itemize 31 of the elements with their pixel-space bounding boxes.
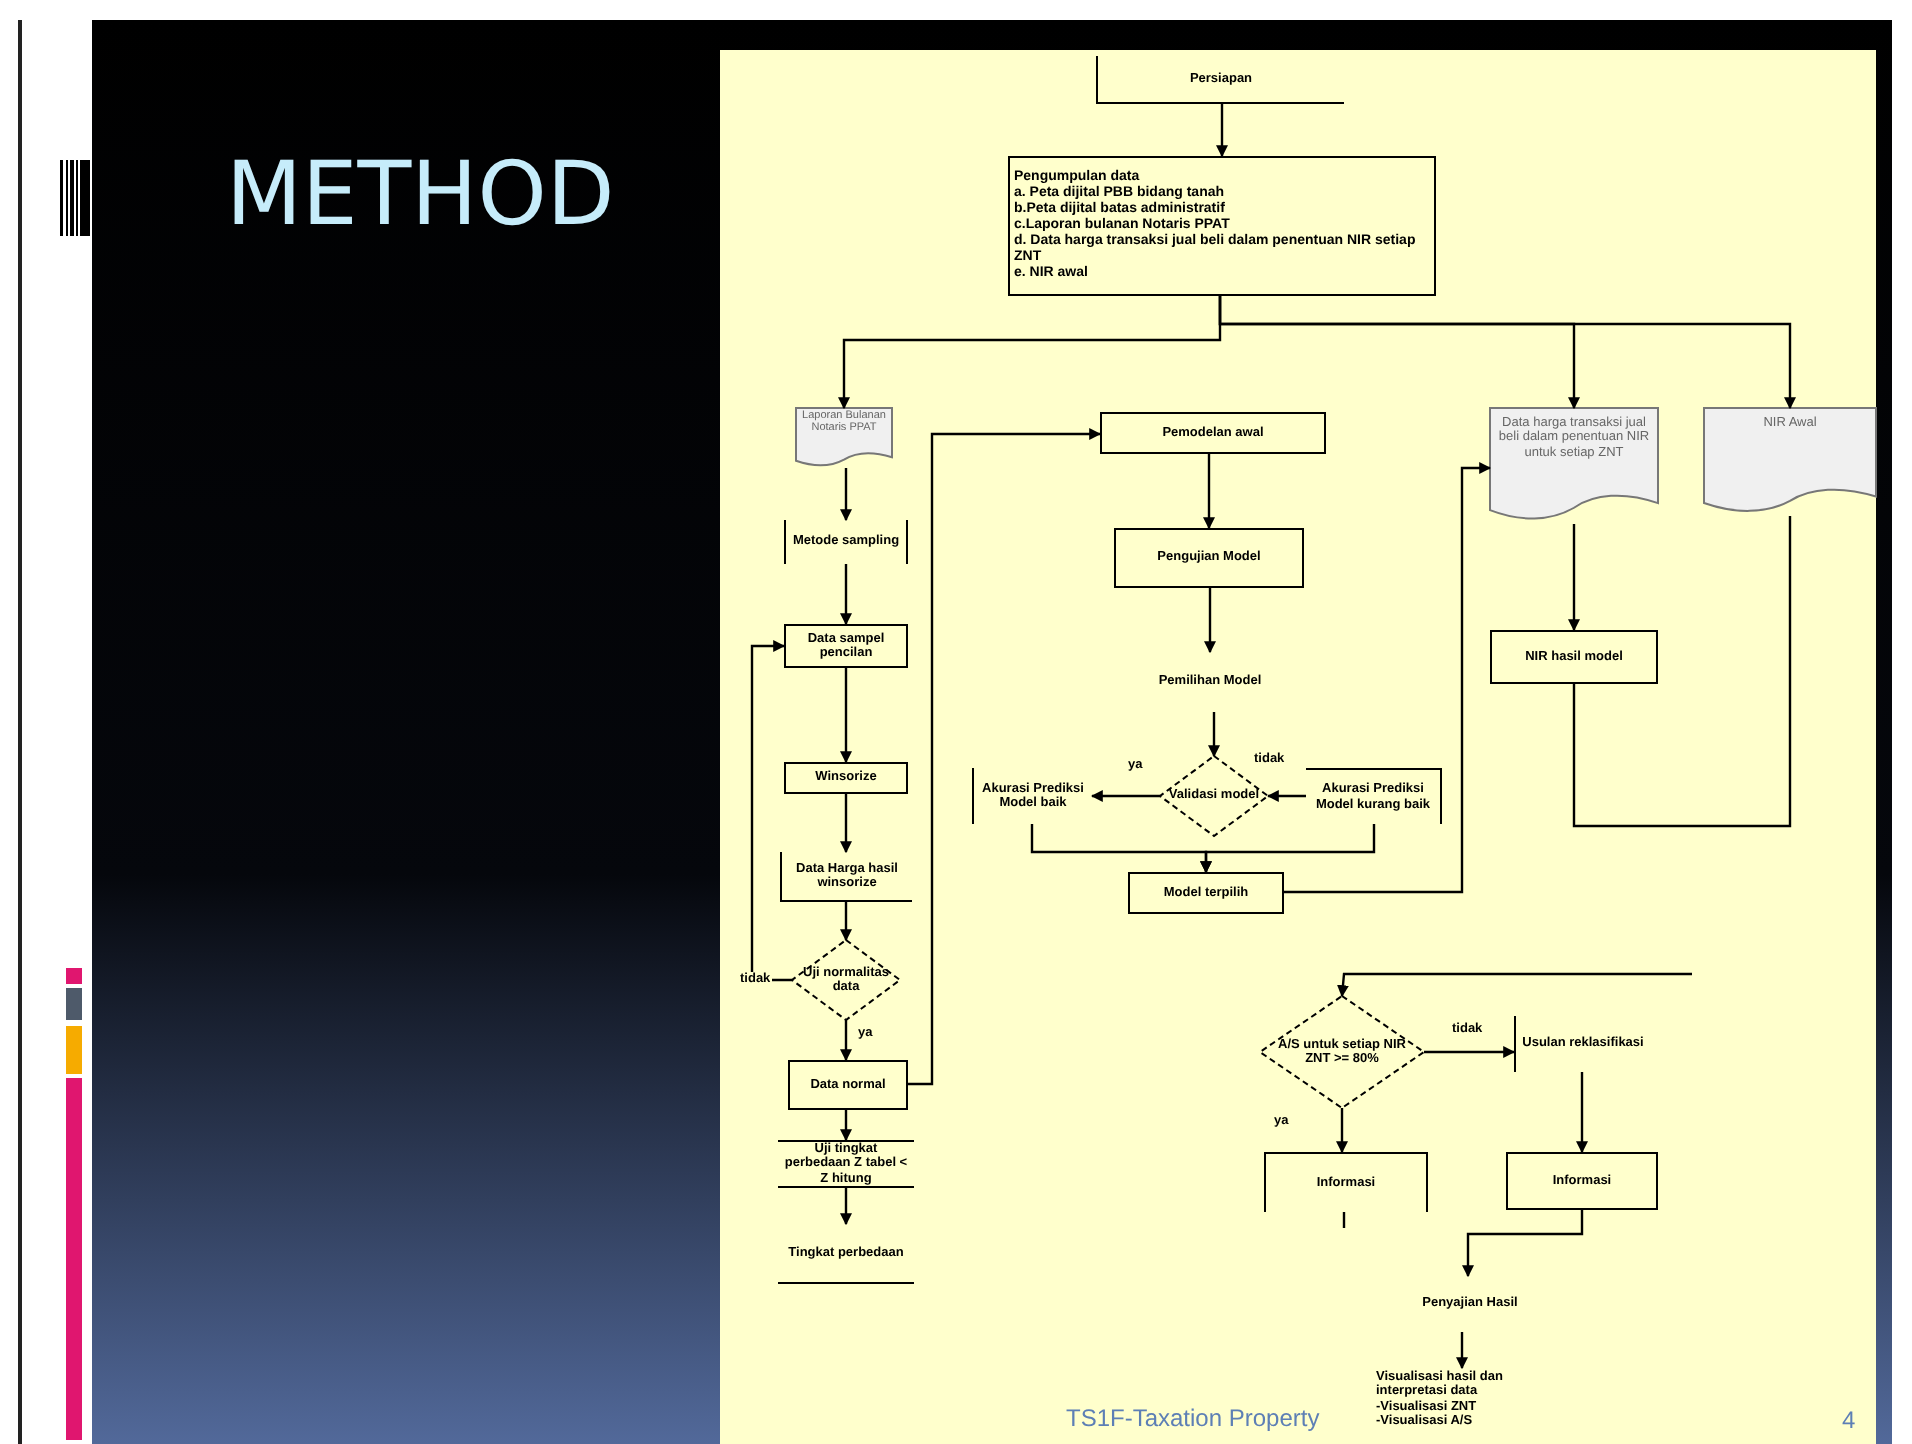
- slide-title: METHOD: [226, 152, 615, 240]
- arrow: [840, 668, 852, 764]
- page-number: 4: [1842, 1406, 1856, 1434]
- arrow: [1203, 454, 1215, 530]
- arrow: [750, 640, 792, 982]
- arrow: [840, 794, 852, 854]
- arrow: [908, 428, 1102, 1086]
- arrow: [1200, 824, 1376, 874]
- arrow: [840, 468, 852, 522]
- arrow: [1208, 712, 1220, 758]
- arrow: [840, 1188, 852, 1226]
- arrow: [840, 902, 852, 942]
- arrow: [840, 564, 852, 626]
- arrow: [1218, 296, 1796, 410]
- arrow: [1337, 972, 1692, 998]
- arrow: [1568, 524, 1580, 632]
- arrow: [1576, 1072, 1588, 1154]
- arrow: [1424, 1046, 1516, 1058]
- arrow: [840, 1110, 852, 1142]
- arrow: [1090, 790, 1160, 802]
- arrow: [1284, 462, 1492, 894]
- arrow: [1216, 104, 1228, 158]
- arrow: [1266, 790, 1306, 802]
- footer-text: TS1F-Taxation Property: [1066, 1404, 1320, 1432]
- arrow: [1462, 1210, 1584, 1278]
- arrow: [840, 1020, 852, 1062]
- arrow: [1456, 1332, 1468, 1370]
- connector-line: [1342, 1212, 1346, 1228]
- arrow: [1204, 588, 1216, 654]
- connector-line: [1572, 516, 1792, 828]
- arrow: [1336, 1108, 1348, 1154]
